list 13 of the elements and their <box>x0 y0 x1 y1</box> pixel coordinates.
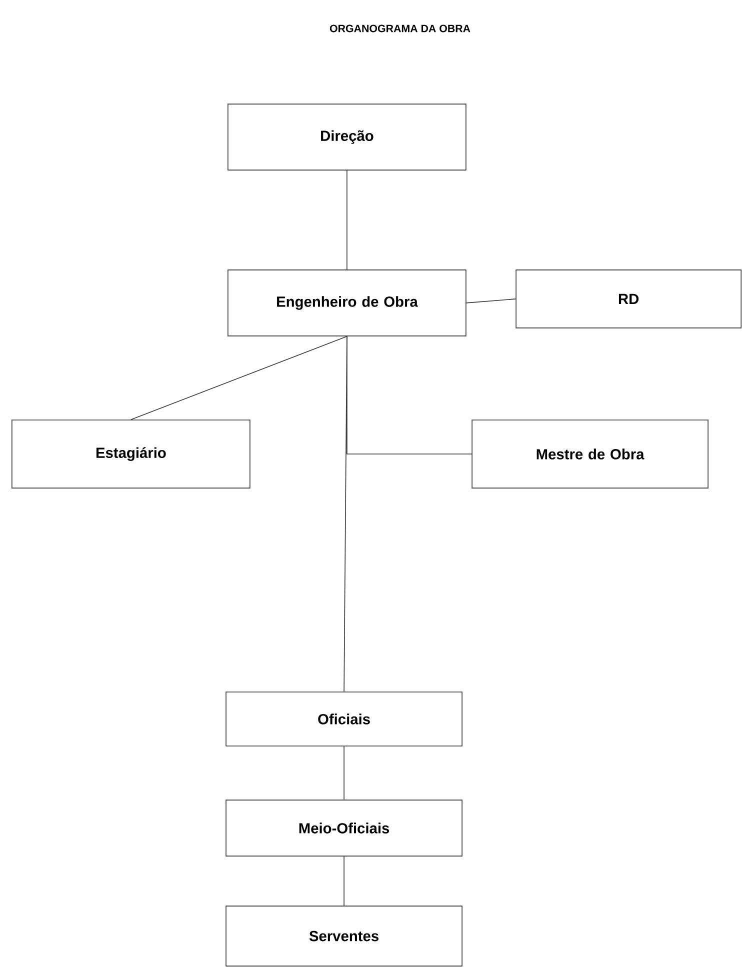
org-box: RD <box>516 270 742 328</box>
org-box: Serventes <box>226 906 462 966</box>
org-box: Meio-Oficiais <box>226 800 462 856</box>
org-box: Estagiário <box>12 420 250 488</box>
connector-line <box>466 298 516 304</box>
connector-line <box>344 336 348 692</box>
org-box: Oficiais <box>226 692 462 746</box>
org-box: Mestre de Obra <box>472 420 708 488</box>
org-box: Engenheiro de Obra <box>228 270 466 336</box>
title: ORGANOGRAMA DA OBRA <box>330 24 470 32</box>
connector-line <box>346 170 348 270</box>
org-box: Direção <box>228 104 466 170</box>
connector-line <box>130 336 348 420</box>
